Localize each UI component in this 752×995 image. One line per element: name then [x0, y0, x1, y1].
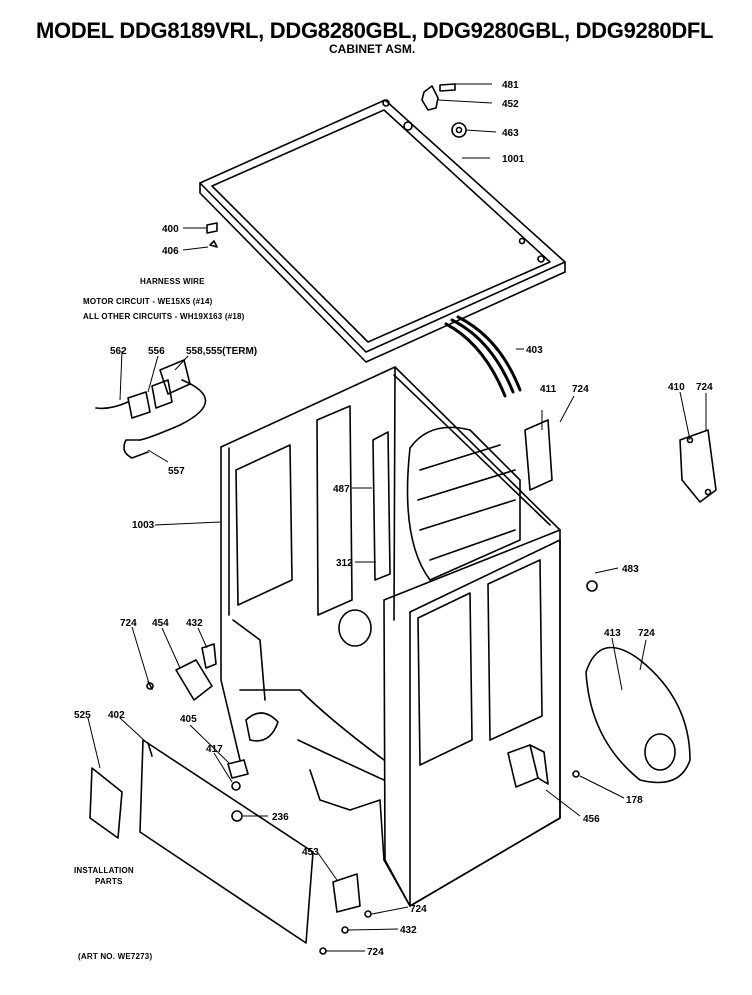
part-label: 405: [180, 714, 197, 725]
part-label: 483: [622, 564, 639, 575]
part-label: 1001: [502, 154, 525, 165]
part-label: 403: [526, 345, 543, 356]
part-label: 406: [162, 246, 179, 257]
part-label: 1003: [132, 520, 155, 531]
part-label: 413: [604, 628, 621, 639]
part-label: 487: [333, 484, 350, 495]
part-label: 463: [502, 128, 519, 139]
part-labels: 481 452 463 1001 400 406 403 562 556 558…: [74, 80, 713, 958]
harness-motor-circuit: MOTOR CIRCUIT - WE15X5 (#14): [83, 297, 213, 306]
connector-block: [507, 744, 549, 788]
part-label: 432: [186, 618, 203, 629]
right-brackets: [524, 419, 717, 784]
harness-plugs: [95, 359, 207, 459]
part-label: 562: [110, 346, 127, 357]
left-parts: [89, 643, 372, 955]
part-label: 452: [502, 99, 519, 110]
harness-other-circuits: ALL OTHER CIRCUITS - WH19X163 (#18): [83, 312, 245, 321]
top-panel: [199, 99, 566, 363]
part-label: 400: [162, 224, 179, 235]
part-label: 724: [696, 382, 713, 393]
art-number: (ART NO. WE7273): [78, 952, 153, 961]
part-label: 724: [367, 947, 384, 958]
part-label: 411: [540, 384, 557, 395]
part-label: 724: [410, 904, 427, 915]
part-label: 481: [502, 80, 519, 91]
part-label: 417: [206, 744, 223, 755]
part-label: 724: [572, 384, 589, 395]
part-label: 724: [638, 628, 655, 639]
part-label: 558,555(TERM): [186, 346, 257, 357]
part-label: 236: [272, 812, 289, 823]
part-label: 557: [168, 466, 185, 477]
part-label: 454: [152, 618, 169, 629]
part-label: 456: [583, 814, 600, 825]
part-label: 178: [626, 795, 643, 806]
cabinet-body: [220, 366, 561, 907]
part-label: 312: [336, 558, 353, 569]
part-label: 402: [108, 710, 125, 721]
part-label: 724: [120, 618, 137, 629]
installation-parts-label: PARTS: [95, 877, 123, 886]
part-label: 453: [302, 847, 319, 858]
page-title: MODEL DDG8189VRL, DDG8280GBL, DDG9280GBL…: [36, 18, 714, 43]
part-label: 432: [400, 925, 417, 936]
harness-bundle: [444, 315, 522, 398]
harness-heading: HARNESS WIRE: [140, 277, 205, 286]
part-label: 556: [148, 346, 165, 357]
part-label: 410: [668, 382, 685, 393]
part-label: 525: [74, 710, 91, 721]
top-hardware: [206, 83, 467, 248]
page-subtitle: CABINET ASM.: [329, 42, 416, 56]
installation-label: INSTALLATION: [74, 866, 134, 875]
